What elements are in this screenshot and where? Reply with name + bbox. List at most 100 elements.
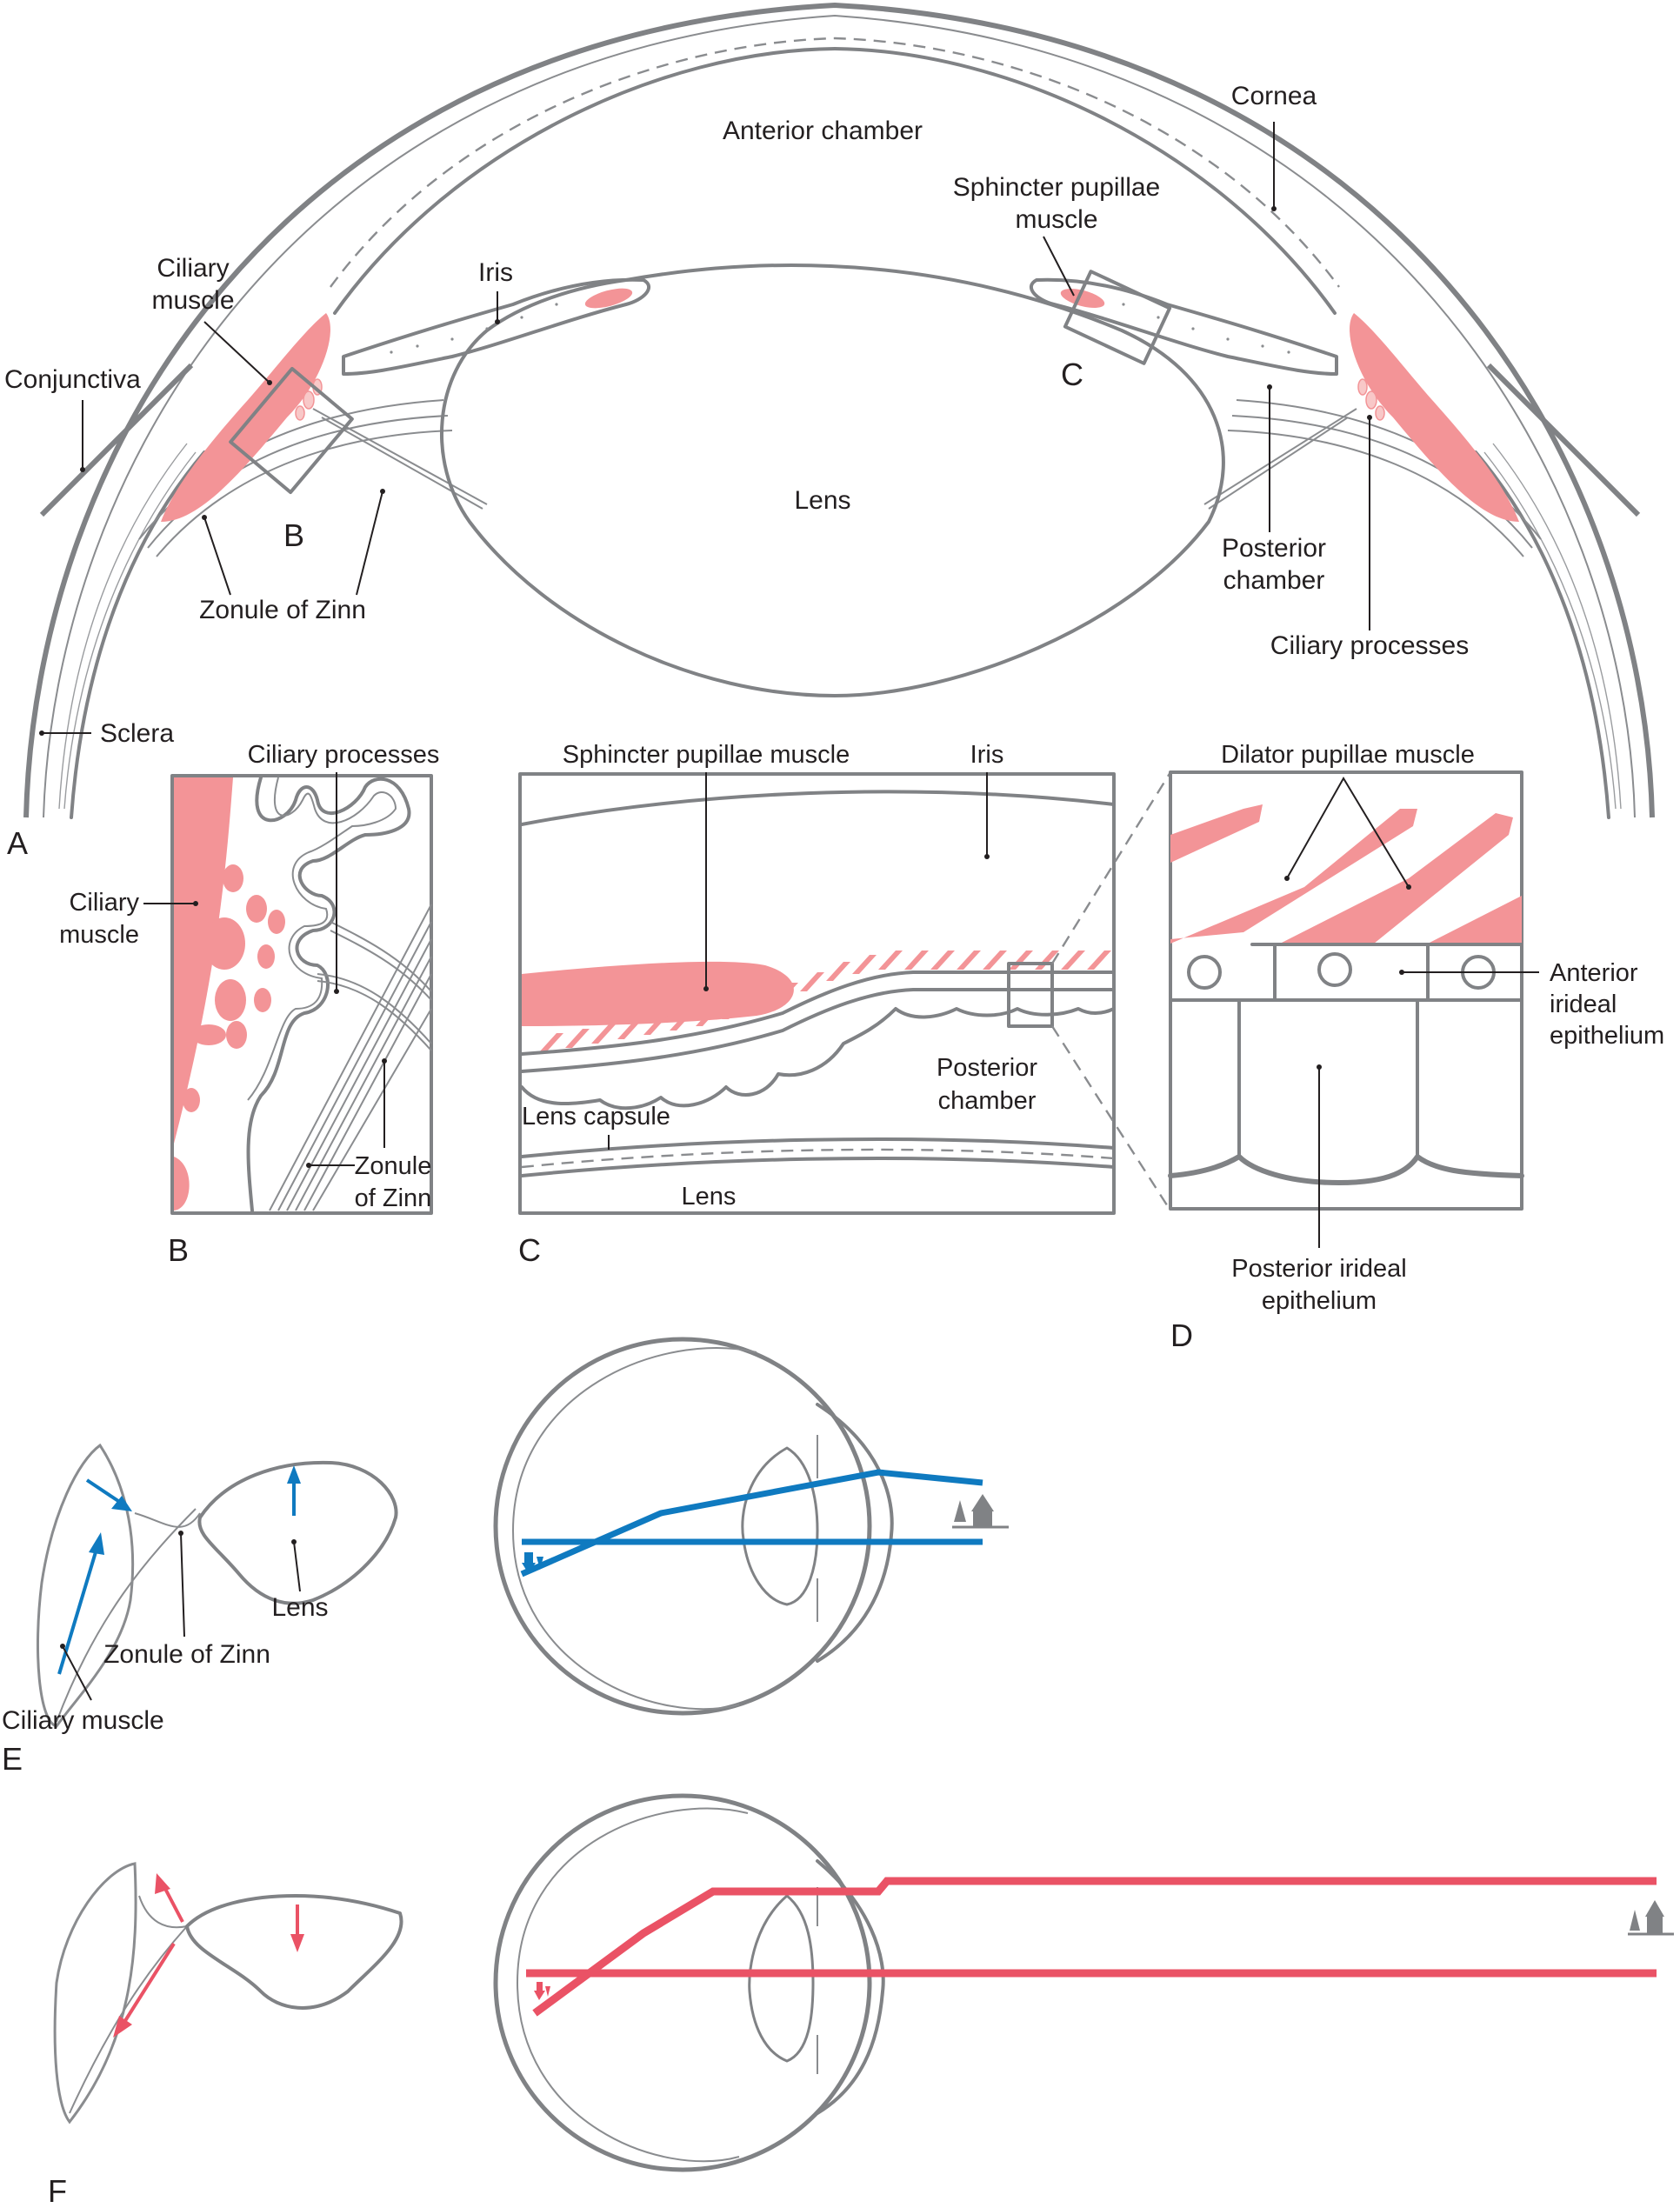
panel-c-dilator-strands [539, 951, 1111, 1052]
leader-e-zonule [180, 1532, 185, 1638]
f-lens-globe [748, 1894, 815, 2063]
label-e-ciliary-muscle: Ciliary muscle [2, 1706, 164, 1735]
zoom-guide-bottom [1050, 1025, 1172, 1211]
ciliary-muscle-left [161, 313, 330, 522]
e-arrow-shaft [85, 1478, 125, 1506]
leader-zonule-2 [356, 490, 383, 596]
leader-sphincter [1043, 236, 1075, 297]
panel-c-anterior-epithelium-top [520, 971, 1116, 1056]
f-zonule [138, 1895, 188, 1929]
e-retinal-image-icon [522, 1552, 543, 1574]
panel-letter-c: C [518, 1232, 541, 1268]
panel-b-muscle-blob [174, 1157, 190, 1211]
panel-c-lens-capsule-inner [520, 1156, 1116, 1177]
f-lens [185, 1894, 403, 2010]
label-ciliary-muscle-2: muscle [151, 286, 234, 315]
panel-letter-b: B [168, 1232, 189, 1268]
zonule-fiber [312, 408, 488, 505]
panel-f: F [48, 1793, 1674, 2208]
panel-b-vessels [183, 864, 285, 1112]
leader-d-dilator [1286, 777, 1410, 888]
descemet-dashed [330, 37, 1340, 288]
f-ray-chief[interactable] [532, 1877, 1657, 2017]
panel-c-iris-anterior [520, 790, 1116, 826]
panel-b-ciliary-process-fold [246, 776, 411, 1212]
sclera-fiber [1492, 443, 1622, 810]
panel-c: Sphincter pupillae muscle Iris Posterior… [518, 741, 1116, 1268]
panel-c-lens-capsule-outer [520, 1137, 1116, 1158]
label-d-posterior-2: epithelium [1262, 1287, 1377, 1315]
conjunctiva-left [39, 363, 194, 517]
panel-letter-e: E [2, 1741, 23, 1777]
sclera-inner-left [70, 450, 206, 819]
label-box-c: C [1061, 357, 1083, 392]
label-e-lens: Lens [271, 1593, 328, 1622]
panel-e: Lens Zonule of Zinn Ciliary muscle E [2, 1337, 1009, 1777]
label-zonule-a: Zonule of Zinn [199, 596, 366, 624]
label-lens: Lens [794, 486, 850, 515]
panel-c-frame [518, 772, 1116, 1215]
f-arrowhead [113, 2016, 132, 2038]
label-d-anterior-3: epithelium [1550, 1022, 1664, 1050]
e-ciliary-body [36, 1443, 135, 1728]
label-e-zonule: Zonule of Zinn [103, 1640, 270, 1669]
f-globe-inner [516, 1807, 749, 2163]
panel-letter-f: F [48, 2173, 67, 2208]
ciliary-muscle-right [1350, 313, 1519, 522]
lens-a [440, 263, 1225, 697]
panel-b-ciliary-process-inner [247, 777, 397, 1101]
zonule-fiber [1208, 417, 1349, 510]
e-arrowhead [89, 1532, 104, 1555]
panel-d-nucleus [1317, 952, 1352, 987]
panel-c-inset-d-box[interactable] [1007, 962, 1054, 1028]
iris-right [1029, 277, 1338, 376]
leader-e-ciliary-muscle [62, 1645, 92, 1701]
label-b-ciliary-processes: Ciliary processes [248, 741, 440, 769]
leader-ciliary-muscle [203, 321, 270, 384]
panel-c-posterior-epithelium [520, 1007, 1116, 1111]
label-ciliary-muscle-1: Ciliary [157, 254, 229, 283]
panel-d-dilator-3 [1278, 813, 1513, 944]
cornea-inner-line [43, 14, 1636, 818]
label-sclera: Sclera [100, 719, 174, 748]
e-zonule [134, 1512, 201, 1528]
leader-e-lens [293, 1541, 301, 1592]
sphincter-muscle-right [1060, 289, 1105, 308]
panel-c-anterior-epithelium-bot [520, 988, 1116, 1073]
cornea-endothelium [333, 47, 1337, 315]
zonule-fiber [156, 430, 453, 557]
f-arrowhead [155, 1873, 170, 1894]
label-ciliary-processes-a: Ciliary processes [1270, 631, 1469, 660]
inset-box-b[interactable] [229, 366, 354, 495]
e-lens-globe [741, 1446, 819, 1606]
f-ciliary-body [53, 1862, 137, 2125]
f-arrow-shaft [162, 1884, 184, 1923]
iris-left [342, 277, 651, 376]
label-iris: Iris [478, 258, 513, 287]
ciliary-process-blobs [295, 378, 1385, 421]
zonule-fiber [1203, 408, 1357, 505]
f-retinal-image-icon [534, 1982, 550, 2000]
sclera-inner-right [1474, 450, 1610, 819]
panel-letter-a: A [7, 825, 28, 861]
sclera-fiber [63, 451, 197, 810]
panel-letter-d: D [1170, 1317, 1193, 1353]
label-c-sphincter: Sphincter pupillae muscle [563, 741, 850, 769]
label-posterior-chamber-2: chamber [1223, 566, 1325, 595]
cornea-outer [23, 2, 1655, 818]
panel-a: Anterior chamber Cornea Sphincter pupill… [4, 2, 1655, 861]
panel-b-ciliary-muscle [174, 777, 233, 1144]
label-cornea: Cornea [1231, 82, 1317, 110]
label-box-b: B [283, 517, 304, 553]
e-zonule-2 [56, 1508, 197, 1723]
label-c-lens: Lens [682, 1183, 737, 1211]
panel-c-lens-capsule-dashed [521, 1148, 1115, 1169]
panel-b: Ciliary processes Ciliary muscle Zonule … [59, 741, 439, 1268]
label-conjunctiva: Conjunctiva [4, 365, 141, 394]
label-posterior-chamber-1: Posterior [1222, 534, 1326, 563]
inset-box-c[interactable] [1063, 270, 1172, 365]
label-sphincter-1: Sphincter pupillae [953, 173, 1161, 202]
panel-d: Dilator pupillae muscle Anterior irideal… [1050, 741, 1664, 1353]
zoom-guide-top [1050, 771, 1172, 964]
label-anterior-chamber: Anterior chamber [723, 117, 923, 145]
